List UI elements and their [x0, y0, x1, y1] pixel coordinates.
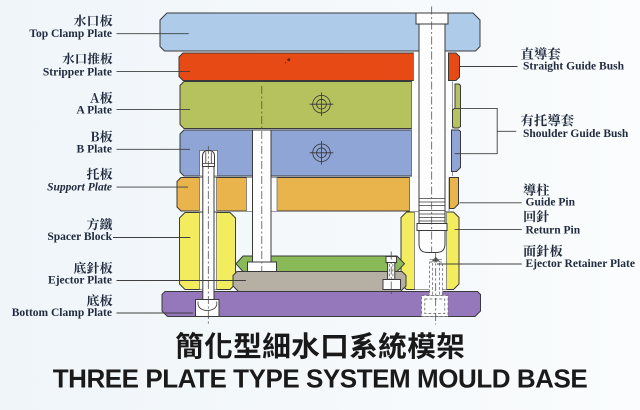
label-en-guide-pin: Guide Pin — [526, 196, 576, 208]
straight-guide-bush — [448, 52, 460, 81]
label-en-spacer-block: Spacer Block — [47, 231, 112, 243]
label-en-stripper-plate: Stripper Plate — [43, 67, 112, 79]
centerlines — [207, 6, 437, 326]
label-zh-guide-pin — [523, 183, 550, 196]
hole-center-symbol — [309, 92, 334, 116]
leader-lines-right — [437, 66, 522, 265]
shoulder-guide-bush-b — [451, 129, 461, 172]
leader-lines-left — [113, 33, 246, 314]
label-zh-stripper-plate — [62, 52, 113, 65]
guide-bush-support — [449, 177, 459, 209]
hole-center-symbol — [309, 141, 334, 165]
shoulder-bush-bracket — [454, 107, 517, 155]
label-zh-b-plate — [90, 130, 113, 143]
shoulder-guide-bush-a — [452, 83, 461, 129]
label-en-return-pin: Return Pin — [526, 224, 581, 236]
label-zh-support-plate — [86, 167, 113, 180]
label-en-shoulder-guide-bush: Shoulder Guide Bush — [523, 128, 629, 140]
label-en-straight-guide-bush: Straight Guide Bush — [523, 61, 625, 73]
top-clamp-plate — [159, 12, 481, 52]
stripper-plate — [178, 52, 414, 81]
label-zh-straight-guide-bush — [521, 47, 561, 60]
a-plate — [179, 81, 412, 129]
scan-speck — [284, 58, 291, 64]
label-en-a-plate: A Plate — [77, 104, 112, 116]
title-chinese — [176, 331, 464, 360]
label-en-bottom-clamp-plate: Bottom Clamp Plate — [12, 307, 112, 319]
label-zh-spacer-block — [86, 218, 113, 231]
ejector-plate — [232, 271, 407, 292]
label-en-top-clamp-plate: Top Clamp Plate — [29, 28, 112, 40]
label-zh-return-pin — [524, 210, 550, 223]
bottom-clamp-plate — [161, 291, 481, 317]
label-en-ejector-retainer-plate: Ejector Retainer Plate — [526, 258, 635, 270]
label-en-ejector-plate: Ejector Plate — [48, 275, 112, 287]
label-zh-a-plate — [90, 91, 113, 104]
label-zh-shoulder-guide-bush — [521, 113, 574, 127]
label-zh-bottom-clamp-plate — [86, 294, 113, 307]
label-zh-top-clamp-plate — [73, 14, 113, 27]
label-en-b-plate: B Plate — [77, 144, 112, 156]
title-english: THREE PLATE TYPE SYSTEM MOULD BASE — [53, 364, 588, 394]
label-zh-ejector-plate — [73, 261, 113, 274]
label-en-support-plate: Support Plate — [47, 181, 112, 193]
label-zh-ejector-retainer-plate — [523, 244, 563, 257]
